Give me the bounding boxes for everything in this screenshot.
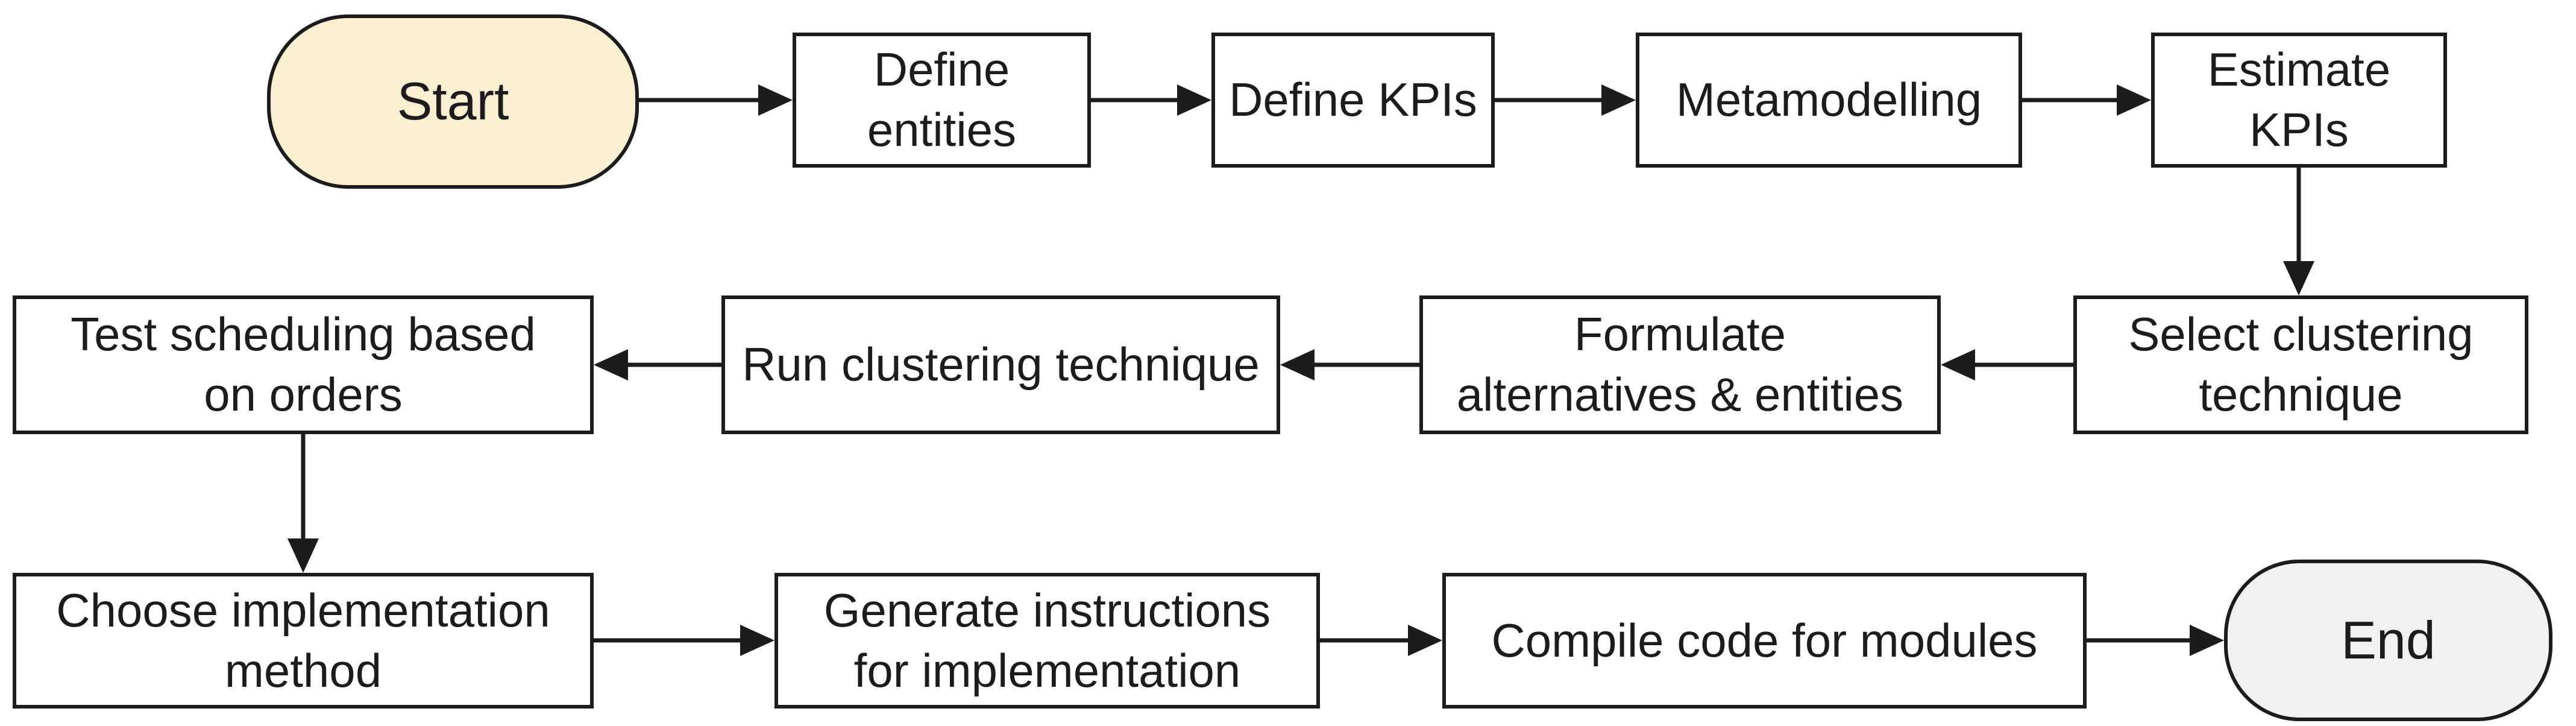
edge-choose-implementation-to-generate-instructions (594, 625, 774, 656)
edge-generate-instructions-to-compile-code (1320, 625, 1442, 656)
node-estimate-kpis-label: Estimate KPIs (2207, 43, 2391, 156)
edge-start-to-define-entities (639, 84, 793, 116)
node-test-scheduling-label: Test scheduling based on orders (71, 308, 536, 421)
node-run-clustering: Run clustering technique (721, 295, 1280, 434)
node-start: Start (267, 14, 639, 189)
edge-formulate-to-run-clustering (1280, 349, 1419, 380)
node-run-clustering-label: Run clustering technique (742, 338, 1260, 391)
node-formulate-alternatives: Formulate alternatives & entities (1419, 295, 1941, 434)
node-end: End (2224, 560, 2552, 721)
edge-metamodelling-to-estimate-kpis (2022, 84, 2151, 116)
node-define-kpis-label: Define KPIs (1229, 73, 1477, 127)
node-define-kpis: Define KPIs (1211, 33, 1495, 168)
node-compile-code: Compile code for modules (1442, 573, 2087, 709)
node-generate-instructions-label: Generate instructions for implementation (823, 583, 1271, 697)
edge-compile-code-to-end (2087, 625, 2224, 656)
edge-estimate-kpis-to-select-clustering (2283, 168, 2314, 295)
edge-test-scheduling-to-choose-implementation (287, 434, 319, 573)
node-choose-implementation-label: Choose implementation method (56, 583, 550, 697)
node-select-clustering: Select clustering technique (2073, 295, 2528, 434)
edge-run-clustering-to-test-scheduling (594, 349, 721, 380)
node-choose-implementation: Choose implementation method (13, 573, 594, 709)
node-compile-code-label: Compile code for modules (1491, 613, 2038, 667)
node-metamodelling: Metamodelling (1636, 33, 2022, 168)
node-define-entities: Define entities (793, 33, 1091, 168)
edge-define-kpis-to-metamodelling (1495, 84, 1636, 116)
node-define-entities-label: Define entities (867, 43, 1017, 156)
node-formulate-alternatives-label: Formulate alternatives & entities (1456, 308, 1904, 421)
node-estimate-kpis: Estimate KPIs (2151, 33, 2447, 168)
node-generate-instructions: Generate instructions for implementation (774, 573, 1320, 709)
edge-define-entities-to-define-kpis (1091, 84, 1211, 116)
node-start-label: Start (397, 71, 509, 131)
node-metamodelling-label: Metamodelling (1676, 73, 1982, 127)
node-select-clustering-label: Select clustering technique (2128, 308, 2474, 421)
edge-select-clustering-to-formulate (1941, 349, 2073, 380)
node-end-label: End (2341, 610, 2436, 670)
node-test-scheduling: Test scheduling based on orders (13, 295, 594, 434)
